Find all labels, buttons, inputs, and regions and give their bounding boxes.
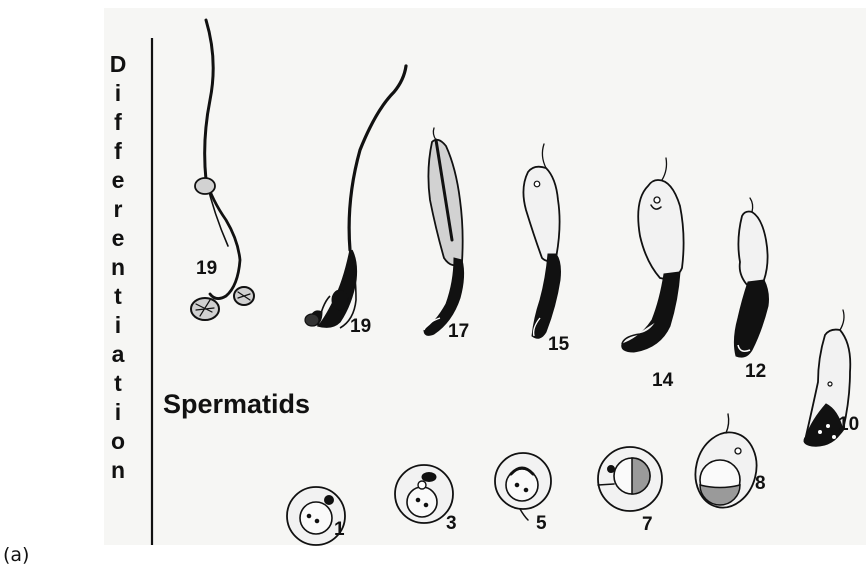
axis-title-letter: e — [112, 167, 125, 193]
axis-title-letter: n — [111, 457, 125, 483]
axis-title-letter: t — [114, 370, 122, 396]
axis-title-letter: i — [115, 80, 121, 106]
spermatid-stage-19-sperm: 19 — [305, 66, 406, 337]
spermatid-stage-15: 15 — [523, 144, 569, 355]
spermatids-label: Spermatids — [163, 389, 310, 419]
stage-label: 3 — [446, 513, 457, 534]
spermatid-stage-3: 3 — [395, 465, 457, 534]
axis-title-letter: r — [114, 196, 123, 222]
axis-title-letter: i — [115, 312, 121, 338]
spermatid-stage-10: 10 — [804, 310, 859, 446]
axis-title-letter: o — [111, 428, 125, 454]
spermatid-stage-1: 1 — [287, 487, 345, 545]
spermatid-stage-14: 14 — [622, 158, 684, 391]
stage-label: 17 — [448, 321, 469, 342]
spermatid-stage-17: 17 — [424, 128, 469, 342]
spermatid-stage-5: 5 — [495, 453, 551, 534]
spermatid-stage-8: 8 — [688, 414, 766, 514]
stage-label: 15 — [548, 334, 570, 355]
axis-title-letter: D — [110, 51, 127, 77]
stage-label: 19 — [350, 316, 371, 337]
stage-label: 14 — [652, 370, 674, 391]
axis-title: Differentiation — [110, 51, 127, 483]
axis-title-letter: f — [114, 109, 122, 135]
spermatid-stage-7: 7 — [598, 447, 662, 535]
axis-title-letter: e — [112, 225, 125, 251]
stage-label: 5 — [536, 513, 547, 534]
axis-title-letter: f — [114, 138, 122, 164]
stage-label: 19 — [196, 258, 217, 279]
stage-label: 12 — [745, 361, 766, 382]
stage-label: 7 — [642, 514, 653, 535]
spermatid-stage-19-release: 19 — [191, 20, 254, 320]
axis-title-letter: n — [111, 254, 125, 280]
axis-title-letter: a — [112, 341, 125, 367]
stage-label: 10 — [838, 414, 859, 435]
stage-label: 8 — [755, 473, 766, 494]
axis-title-letter: t — [114, 283, 122, 309]
axis-title-letter: i — [115, 399, 121, 425]
panel-tag: (a) — [3, 544, 29, 566]
stage-label: 1 — [334, 519, 345, 540]
spermatid-stage-12: 12 — [734, 198, 768, 382]
